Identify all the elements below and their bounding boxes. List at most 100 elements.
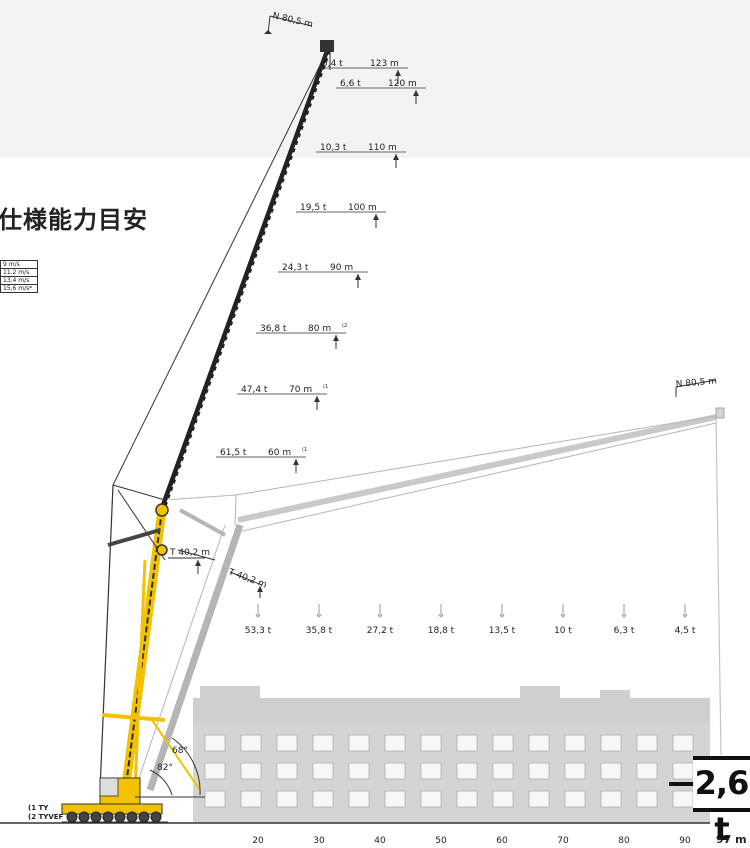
radius-load-value: 18,8 t bbox=[428, 626, 455, 636]
main-boom-label: T 40,2 m bbox=[168, 548, 210, 574]
radius-load: 6,3 t bbox=[614, 604, 635, 636]
window bbox=[456, 790, 478, 808]
building bbox=[193, 686, 710, 823]
max-load-value: 2,6 t bbox=[694, 764, 750, 848]
hook-icon bbox=[316, 613, 322, 618]
wheel bbox=[150, 811, 162, 823]
luffing-tip-text: N 80,5 m bbox=[271, 11, 313, 30]
wind-speed-cell: 15,6 m/s* bbox=[0, 284, 38, 293]
capacity-mark: (1 bbox=[302, 447, 307, 453]
window bbox=[492, 734, 514, 752]
window bbox=[420, 734, 442, 752]
capacity-arrowhead bbox=[355, 274, 361, 280]
window bbox=[564, 734, 586, 752]
page-title: 仕様能力目安 bbox=[0, 206, 148, 234]
window bbox=[600, 734, 622, 752]
window bbox=[276, 734, 298, 752]
crane-carrier bbox=[61, 777, 168, 823]
window bbox=[528, 762, 550, 780]
angle-indicators bbox=[135, 737, 205, 798]
radius-load-value: 13,5 t bbox=[489, 626, 516, 636]
footnote-tyvef: (2 TYVEF bbox=[28, 813, 64, 821]
radius-load-value: 6,3 t bbox=[614, 626, 635, 636]
x-tick-label: 50 bbox=[435, 836, 447, 846]
capacity-height: 120 m bbox=[388, 79, 417, 89]
wheel bbox=[126, 811, 138, 823]
capacity-height: 100 m bbox=[348, 203, 377, 213]
x-tick-label: 30 bbox=[313, 836, 325, 846]
x-tick-label: 40 bbox=[374, 836, 386, 846]
radius-load-value: 53,3 t bbox=[245, 626, 272, 636]
radius-load-value: 4,5 t bbox=[675, 626, 696, 636]
window bbox=[240, 762, 262, 780]
radius-load: 27,2 t bbox=[367, 604, 394, 636]
hook-icon bbox=[621, 613, 627, 618]
wind-speed-cell: 11,2 m/s bbox=[0, 268, 38, 277]
capacity-load: 61,5 t bbox=[220, 448, 247, 458]
capacity-label: 10,3 t 110 m bbox=[316, 143, 406, 168]
wheel bbox=[90, 811, 102, 823]
capacity-label: 6,6 t 120 m bbox=[336, 79, 426, 104]
window bbox=[492, 790, 514, 808]
radius-load-value: 35,8 t bbox=[306, 626, 333, 636]
hook-icon bbox=[438, 613, 444, 618]
wind-speed-cell: 13,4 m/s bbox=[0, 276, 38, 285]
window bbox=[492, 762, 514, 780]
window bbox=[348, 734, 370, 752]
capacity-load: 10,3 t bbox=[320, 143, 347, 153]
capacity-mark: (1 bbox=[323, 384, 328, 390]
capacity-load: 36,8 t bbox=[260, 324, 287, 334]
window bbox=[636, 790, 658, 808]
window bbox=[240, 734, 262, 752]
max-load-underline bbox=[669, 782, 693, 786]
wheel bbox=[138, 811, 150, 823]
x-tick-label: 60 bbox=[496, 836, 508, 846]
capacity-arrowhead bbox=[373, 214, 379, 220]
radius-load: 13,5 t bbox=[489, 604, 516, 636]
window bbox=[312, 734, 334, 752]
window bbox=[312, 790, 334, 808]
angle-82-label: 82° bbox=[157, 763, 173, 773]
capacity-load: 6,6 t bbox=[340, 79, 361, 89]
inclined-boom-configuration bbox=[134, 407, 725, 792]
radius-load: 10 t bbox=[554, 604, 572, 636]
window bbox=[636, 734, 658, 752]
radius-load-value: 10 t bbox=[554, 626, 572, 636]
inclined-main-boom-text: T 40,2 m bbox=[226, 567, 268, 590]
window bbox=[276, 790, 298, 808]
window bbox=[204, 790, 226, 808]
capacity-load: 24,3 t bbox=[282, 263, 309, 273]
window bbox=[564, 762, 586, 780]
radius-load: 4,5 t bbox=[675, 604, 696, 636]
capacity-height: 110 m bbox=[368, 143, 397, 153]
window bbox=[528, 790, 550, 808]
window bbox=[420, 762, 442, 780]
window bbox=[348, 790, 370, 808]
window bbox=[204, 734, 226, 752]
x-tick-label: 70 bbox=[557, 836, 569, 846]
x-tick-label: 90 bbox=[679, 836, 691, 846]
window bbox=[204, 762, 226, 780]
window bbox=[384, 762, 406, 780]
window bbox=[636, 762, 658, 780]
window bbox=[348, 762, 370, 780]
window bbox=[672, 790, 694, 808]
max-load-box: 2,6 t bbox=[669, 756, 750, 848]
window bbox=[384, 734, 406, 752]
window bbox=[600, 790, 622, 808]
wheel bbox=[114, 811, 126, 823]
capacity-height: 70 m bbox=[289, 385, 312, 395]
capacity-height: 60 m bbox=[268, 448, 291, 458]
radius-load-value: 27,2 t bbox=[367, 626, 394, 636]
wheel bbox=[102, 811, 114, 823]
window bbox=[276, 762, 298, 780]
window bbox=[672, 762, 694, 780]
